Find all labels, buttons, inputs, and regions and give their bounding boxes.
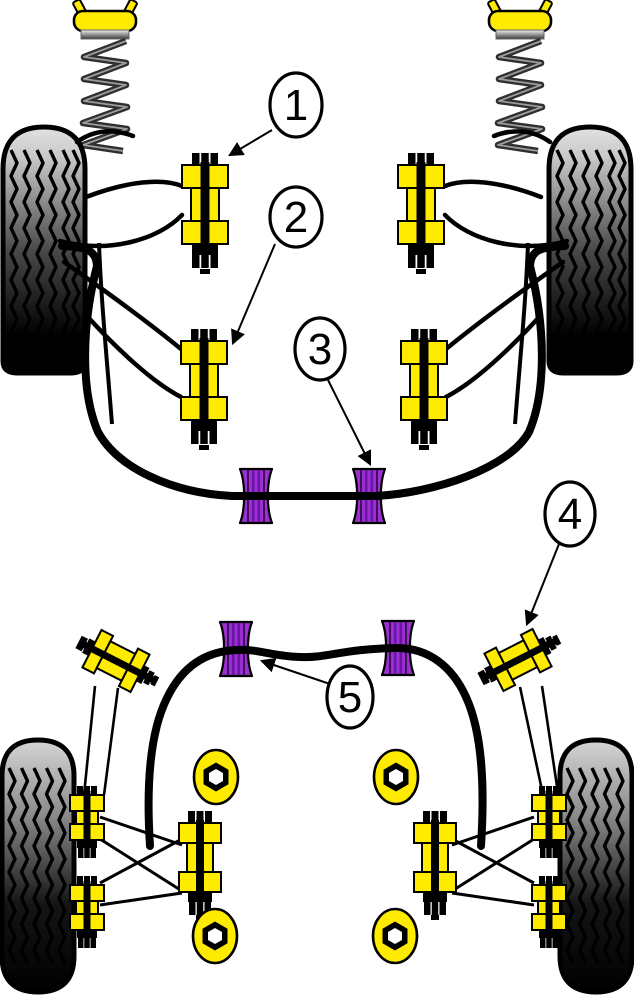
callout-2-number: 2 xyxy=(284,193,308,242)
callout-4-circle xyxy=(543,480,597,548)
rear-subframe-mount-top-left xyxy=(192,748,240,806)
callout-1-circle xyxy=(268,71,324,139)
callout-5-arrow xyxy=(259,657,331,685)
rear-right-trailing-arm xyxy=(518,685,560,796)
callout-4-arrow xyxy=(524,543,560,627)
callouts: 1 2 3 4 5 xyxy=(228,71,597,730)
rear-inner-arm-bushing-left xyxy=(178,810,222,921)
front-anti-roll-bar xyxy=(58,242,569,500)
front-left-coil-spring xyxy=(72,0,137,151)
rear-subframe-mount-top-right xyxy=(372,748,420,806)
front-suspension-view xyxy=(3,0,631,525)
rear-suspension-view xyxy=(2,619,632,992)
front-upper-arm-bushing-right xyxy=(397,152,445,275)
front-lower-arm-bushing-left xyxy=(180,328,228,451)
front-lower-arm-bushing-right xyxy=(400,328,448,451)
callout-1-number: 1 xyxy=(284,81,308,130)
rear-right-tire xyxy=(560,740,632,992)
rear-right-lateral-links xyxy=(451,815,535,907)
front-right-coil-spring xyxy=(487,0,552,151)
rear-left-trailing-arm xyxy=(82,685,120,796)
rear-inner-arm-bushing-right xyxy=(413,810,457,921)
rear-trailing-arm-front-bushing-right xyxy=(470,619,570,699)
callout-4-number: 4 xyxy=(558,490,582,539)
rear-left-lateral-links xyxy=(99,815,183,907)
callout-1-arrow xyxy=(228,129,273,157)
rear-subframe-mount-bottom-left xyxy=(191,907,239,965)
callout-3-arrow xyxy=(326,377,372,467)
callout-2-arrow xyxy=(231,243,276,346)
front-upper-arm-bushing-left xyxy=(181,152,229,275)
callout-3-circle xyxy=(293,316,347,382)
callout-5-circle xyxy=(325,664,375,730)
rear-left-tire xyxy=(2,740,74,992)
callout-5-number: 5 xyxy=(338,673,362,722)
callout-2-circle xyxy=(268,185,324,249)
callout-3-number: 3 xyxy=(308,325,332,374)
rear-subframe-mount-bottom-right xyxy=(371,907,419,965)
rear-anti-roll-bar xyxy=(144,643,487,850)
